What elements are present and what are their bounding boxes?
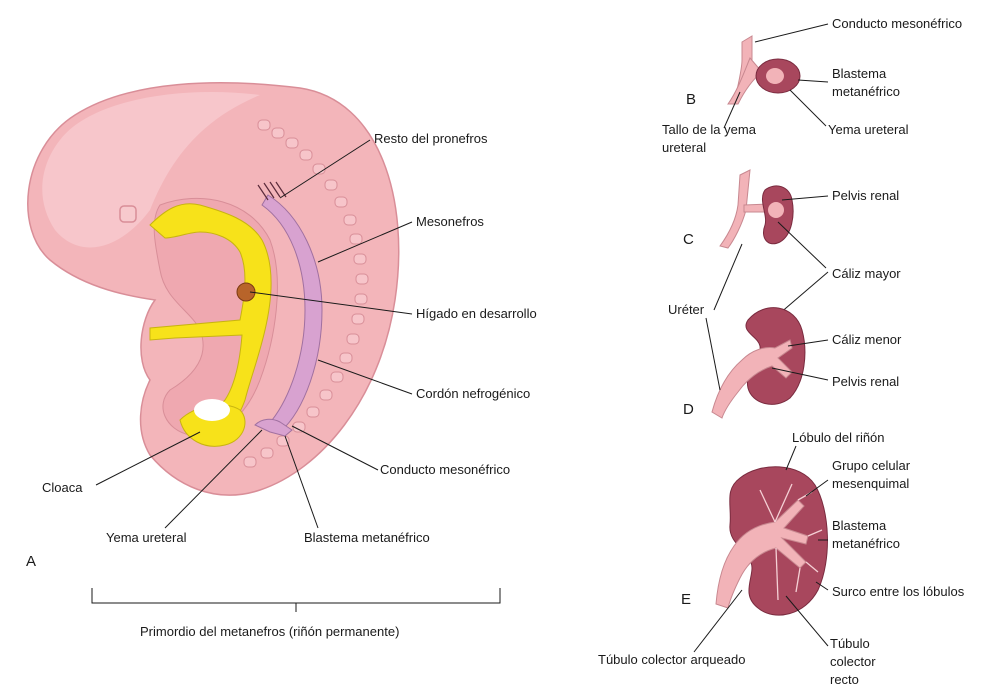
label-yema-ureteral-b: Yema ureteral bbox=[828, 122, 909, 137]
label-mesonefros: Mesonefros bbox=[416, 214, 484, 229]
label-blastema-e-1: Blastema bbox=[832, 518, 887, 533]
c-pelvis bbox=[768, 202, 784, 218]
panel-e-diagram bbox=[694, 446, 828, 652]
label-blastema-e-2: metanéfrico bbox=[832, 536, 900, 551]
panel-letter-c: C bbox=[683, 231, 694, 248]
label-caliz-menor: Cáliz menor bbox=[832, 332, 902, 347]
panel-b-diagram bbox=[724, 24, 828, 128]
label-ureter: Uréter bbox=[668, 302, 705, 317]
label-higado: Hígado en desarrollo bbox=[416, 306, 537, 321]
label-blastema-b-2: metanéfrico bbox=[832, 84, 900, 99]
label-tubulo-recto-3: recto bbox=[830, 672, 859, 687]
metanephros-bracket bbox=[92, 588, 500, 612]
label-yema-ureteral-a: Yema ureteral bbox=[106, 530, 187, 545]
label-tubulo-arqueado: Túbulo colector arqueado bbox=[598, 652, 745, 667]
label-grupo-1: Grupo celular bbox=[832, 458, 911, 473]
cloaca-cavity bbox=[194, 399, 230, 421]
label-conducto-mesonefrico-b: Conducto mesonéfrico bbox=[832, 16, 962, 31]
label-cordon-nefrogenico: Cordón nefrogénico bbox=[416, 386, 530, 401]
panel-letter-a: A bbox=[26, 553, 36, 570]
label-cloaca: Cloaca bbox=[42, 480, 83, 495]
label-lobulo: Lóbulo del riñón bbox=[792, 430, 885, 445]
label-blastema-a: Blastema metanéfrico bbox=[304, 530, 430, 545]
label-blastema-b-1: Blastema bbox=[832, 66, 887, 81]
label-tallo-2: ureteral bbox=[662, 140, 706, 155]
label-surco: Surco entre los lóbulos bbox=[832, 584, 965, 599]
label-tubulo-recto-1: Túbulo bbox=[830, 636, 870, 651]
label-grupo-2: mesenquimal bbox=[832, 476, 909, 491]
label-primordio: Primordio del metanefros (riñón permanen… bbox=[140, 624, 399, 639]
label-caliz-mayor: Cáliz mayor bbox=[832, 266, 901, 281]
label-tubulo-recto-2: colector bbox=[830, 654, 876, 669]
panel-d-diagram bbox=[706, 244, 828, 418]
panel-letter-e: E bbox=[681, 591, 691, 608]
label-resto-pronefros: Resto del pronefros bbox=[374, 131, 488, 146]
label-conducto-mesonefrico-a: Conducto mesonéfrico bbox=[380, 462, 510, 477]
label-tallo-1: Tallo de la yema bbox=[662, 122, 757, 137]
panel-letter-b: B bbox=[686, 91, 696, 108]
otic-placode bbox=[120, 206, 136, 222]
panel-c-diagram bbox=[720, 170, 828, 268]
label-pelvis-renal-d: Pelvis renal bbox=[832, 374, 899, 389]
panel-letter-d: D bbox=[683, 401, 694, 418]
b-bud-tip bbox=[766, 68, 784, 84]
label-pelvis-renal-c: Pelvis renal bbox=[832, 188, 899, 203]
